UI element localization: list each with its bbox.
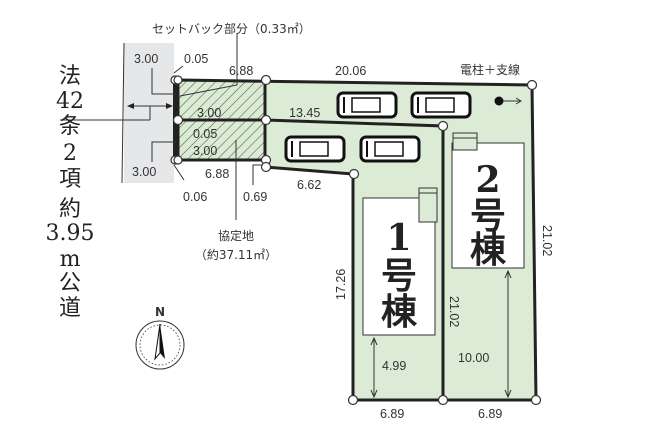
building-2 bbox=[451, 142, 525, 269]
building-2-label-1: 号 bbox=[470, 195, 506, 237]
building-2-entrance bbox=[452, 132, 478, 151]
building-1-label-1: 号 bbox=[381, 255, 417, 297]
building-1-number: 1 bbox=[386, 217, 411, 259]
car-icon bbox=[336, 91, 398, 119]
agreement-land-title: 協定地 bbox=[218, 228, 254, 243]
boundary-middle bbox=[178, 118, 445, 400]
road-edge bbox=[121, 42, 125, 184]
lot-2 bbox=[178, 80, 536, 400]
compass-north-label: N bbox=[155, 305, 165, 319]
car-icon bbox=[410, 91, 472, 119]
compass-icon bbox=[135, 320, 185, 370]
public-road bbox=[124, 43, 174, 183]
dim-right: 21.02 bbox=[540, 225, 554, 256]
building-2-label-2: 棟 bbox=[470, 229, 507, 271]
road-label-4: 2 bbox=[63, 141, 77, 166]
dim-setback-bottom: 0.06 bbox=[183, 190, 207, 204]
road-label-2: 42 bbox=[56, 89, 84, 114]
road-label-3: 条 bbox=[59, 114, 81, 139]
dim-road-bottom: 3.00 bbox=[132, 165, 156, 179]
dim-road-top: 3.00 bbox=[134, 52, 158, 66]
setback-dimension-lines bbox=[60, 33, 263, 220]
dim-step: 0.69 bbox=[243, 190, 267, 204]
dim-middle: 13.45 bbox=[289, 106, 320, 120]
road-label-9: 公 bbox=[59, 271, 81, 296]
road-label-1: 法 bbox=[59, 64, 81, 89]
dim-bottom-lot1: 6.89 bbox=[380, 407, 404, 421]
agreement-land-area: （約37.11㎡） bbox=[195, 247, 277, 262]
building-1-entrance bbox=[418, 187, 438, 223]
dim-lower: 6.62 bbox=[297, 178, 321, 192]
dim-setback-top: 0.05 bbox=[184, 52, 208, 66]
dim-inner-bottom: 3.00 bbox=[193, 144, 217, 158]
utility-pole-icon bbox=[494, 96, 522, 106]
dim-setback-mid: 0.05 bbox=[193, 127, 217, 141]
dim-lot1-inner: 21.02 bbox=[447, 296, 461, 327]
dim-bottom-lot2: 6.89 bbox=[478, 407, 502, 421]
dim-left-bottom: 6.88 bbox=[205, 167, 229, 181]
road-label-7: 3.95 bbox=[46, 221, 95, 246]
building-1-label-2: 棟 bbox=[381, 291, 418, 333]
dim-lot1-left: 17.26 bbox=[334, 269, 348, 300]
setback-label: セットバック部分（0.33㎡） bbox=[152, 21, 311, 36]
dim-top: 20.06 bbox=[335, 64, 366, 78]
dim-lot2-setback: 10.00 bbox=[458, 351, 489, 365]
road-label-5: 項 bbox=[59, 167, 81, 192]
car-icon bbox=[284, 135, 346, 163]
utility-pole-label: 電柱＋支線 bbox=[460, 62, 520, 77]
road-label-8: m bbox=[60, 247, 81, 272]
car-icon bbox=[359, 135, 421, 163]
dim-lot1-setback: 4.99 bbox=[382, 359, 406, 373]
road-label-6: 約 bbox=[59, 197, 81, 222]
dim-left-top: 6.88 bbox=[229, 64, 253, 78]
dim-inner-top: 3.00 bbox=[197, 106, 221, 120]
lot-depth-arrows bbox=[370, 269, 512, 399]
boundary-markers bbox=[170, 74, 542, 406]
road-label-10: 道 bbox=[59, 296, 81, 321]
building-2-number: 2 bbox=[475, 159, 500, 201]
